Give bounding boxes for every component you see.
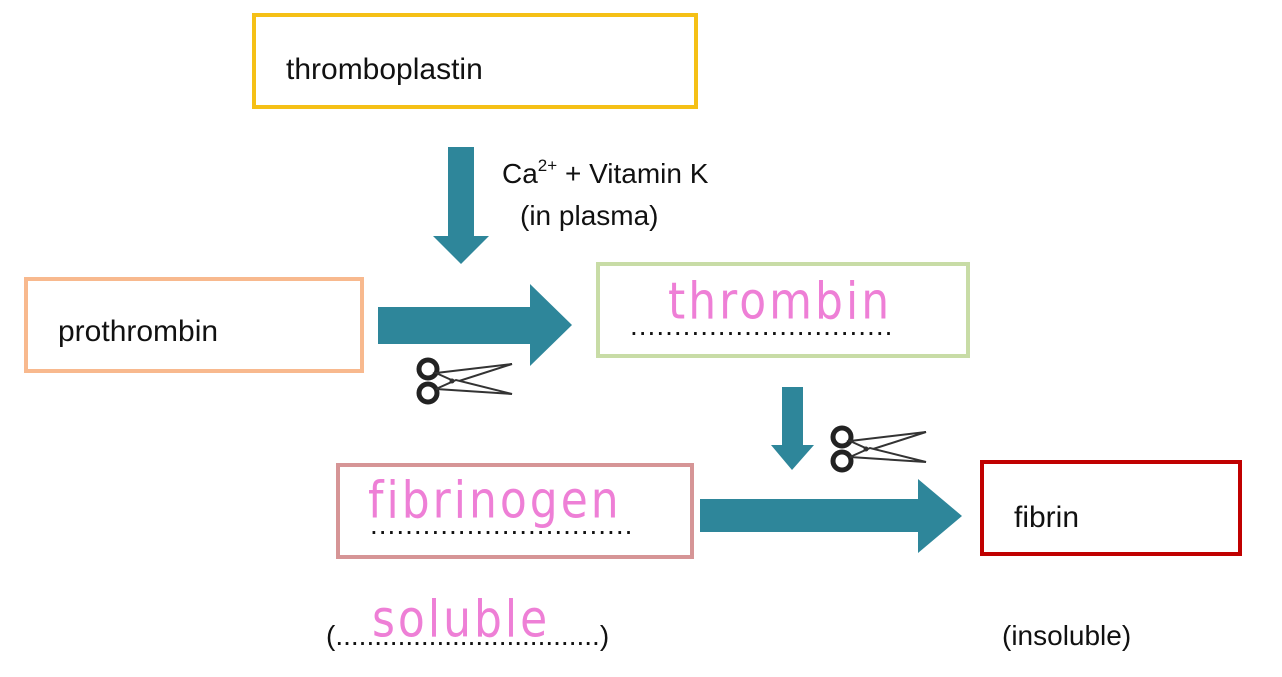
arrow-down-icon (771, 387, 814, 470)
prothrombin-box: prothrombin (24, 277, 364, 373)
prothrombin-label: prothrombin (58, 315, 219, 348)
cofactor-main: Ca (502, 158, 538, 189)
cofactor-line2: (in plasma) (520, 200, 659, 231)
arrow-right-icon (700, 479, 962, 553)
thrombin-handwritten: thrombin (668, 272, 893, 331)
scissors-icon (830, 425, 927, 473)
solubility-open: ( (326, 620, 336, 651)
soluble-handwritten: soluble (372, 590, 551, 649)
fibrinogen-handwritten: fibrinogen (368, 471, 622, 530)
thrombin-box: .............................. thrombin (596, 262, 970, 358)
cofactor-rest: + Vitamin K (557, 158, 709, 189)
fibrinogen-box: .............................. fibrinoge… (336, 463, 694, 559)
scissors-icon (416, 357, 513, 405)
thrombin-dots: .............................. (630, 310, 894, 341)
fibrinogen-dots: .............................. (370, 509, 634, 540)
fibrin-label: fibrin (1014, 501, 1080, 534)
solubility-close: ) (599, 620, 610, 651)
fibrinogen-solubility: (..................................) (326, 620, 609, 652)
thromboplastin-box: thromboplastin (252, 13, 698, 109)
solubility-dots: .................................. (335, 620, 600, 651)
cofactor-sup: 2+ (537, 156, 558, 175)
arrow-right-icon (378, 284, 572, 366)
fibrin-box: fibrin (980, 460, 1242, 556)
arrow-down-icon (433, 147, 489, 264)
cofactor-line1: Ca2+ + Vitamin K (502, 156, 708, 190)
thromboplastin-label: thromboplastin (286, 53, 483, 86)
fibrin-solubility: (insoluble) (1002, 620, 1132, 651)
